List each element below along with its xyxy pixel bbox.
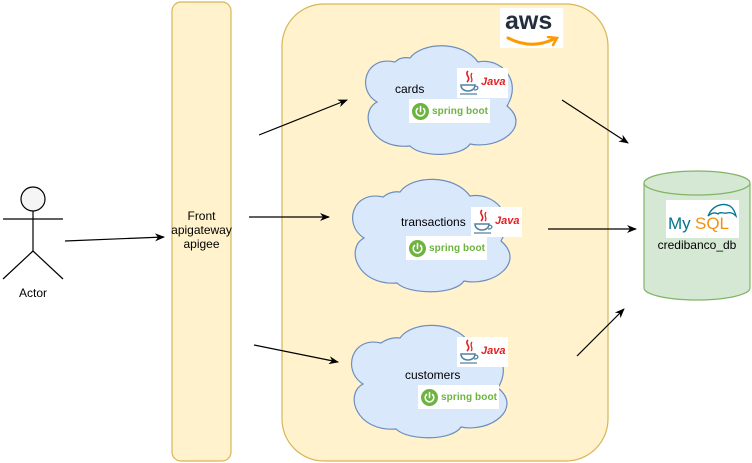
java-label-customers: Java bbox=[481, 345, 506, 357]
actor-label: Actor bbox=[18, 286, 47, 300]
spring-label-transactions: spring boot bbox=[429, 242, 486, 254]
java-cup-icon bbox=[474, 209, 493, 234]
java-cup-icon bbox=[460, 339, 479, 364]
gateway-label-line1: Front bbox=[187, 209, 216, 223]
java-cup-icon bbox=[460, 70, 479, 95]
gateway-label-line2: apigateway bbox=[171, 223, 232, 237]
dolphin-icon bbox=[707, 203, 738, 219]
arrow-cards-db bbox=[561, 99, 629, 144]
power-icon bbox=[412, 102, 429, 120]
java-label-transactions: Java bbox=[495, 215, 520, 227]
mysql-logo-my: My bbox=[668, 214, 691, 233]
actor-figure bbox=[2, 186, 64, 280]
service-label-transactions: transactions bbox=[401, 215, 466, 229]
service-label-customers: customers bbox=[405, 368, 461, 382]
aws-logo-text: aws bbox=[505, 7, 553, 35]
arrow-actor-gateway bbox=[64, 233, 165, 242]
arrow-customers-db bbox=[576, 308, 625, 357]
java-logo-cards: Java bbox=[457, 68, 508, 98]
mysql-logo: My SQL bbox=[666, 200, 739, 238]
spring-badge-cards: spring boot bbox=[409, 99, 490, 123]
cloud-transactions bbox=[352, 178, 511, 293]
actor-head bbox=[20, 186, 46, 212]
power-icon bbox=[421, 388, 438, 406]
aws-smile-icon bbox=[506, 36, 560, 47]
arrow-gateway-cards bbox=[258, 99, 348, 136]
spring-label-cards: spring boot bbox=[432, 105, 489, 117]
gateway-box bbox=[171, 1, 232, 462]
java-logo-customers: Java bbox=[457, 337, 508, 367]
arrow-gateway-customers bbox=[253, 344, 339, 365]
spring-label-customers: spring boot bbox=[441, 391, 498, 403]
java-logo-transactions: Java bbox=[471, 207, 522, 237]
spring-badge-customers: spring boot bbox=[418, 385, 499, 409]
gateway-label: Front apigateway apigee bbox=[168, 209, 235, 251]
connectors bbox=[64, 99, 637, 365]
java-label-cards: Java bbox=[481, 76, 506, 88]
gateway-label-line3: apigee bbox=[183, 237, 220, 251]
service-label-cards: cards bbox=[395, 82, 425, 96]
mysql-logo-sql: SQL bbox=[695, 214, 730, 233]
database-label: credibanco_db bbox=[657, 238, 737, 252]
aws-logo: aws bbox=[500, 7, 563, 48]
power-icon bbox=[409, 239, 426, 257]
spring-badge-transactions: spring boot bbox=[406, 236, 487, 260]
